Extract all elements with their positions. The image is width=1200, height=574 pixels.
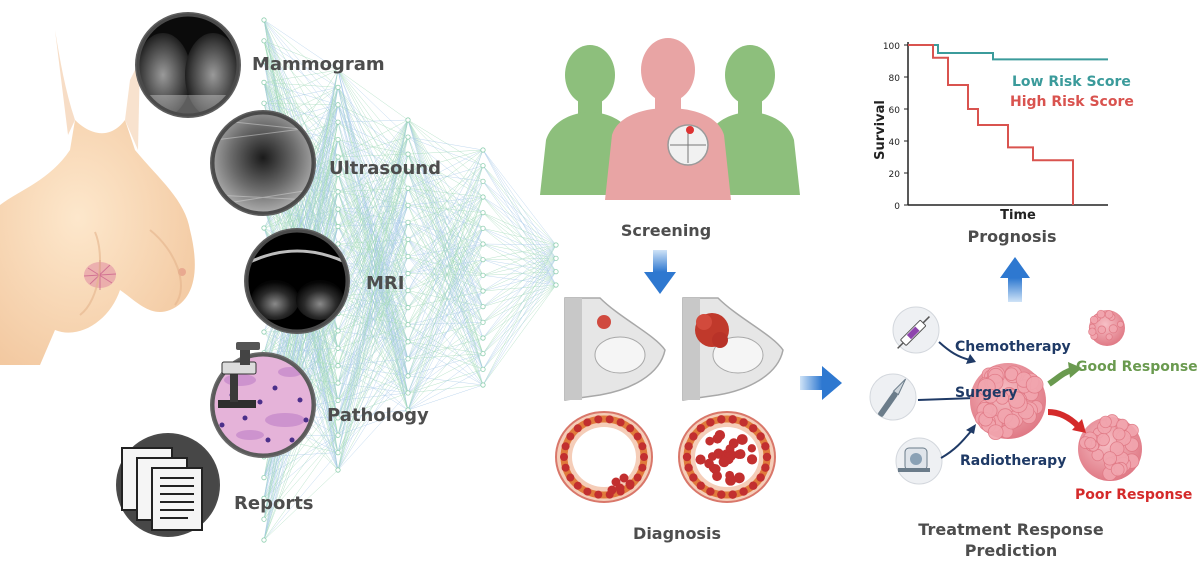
y-tick-label: 0 <box>894 202 900 212</box>
good-response-arrow <box>1047 367 1073 387</box>
treatment-label-line1: Treatment Response <box>918 520 1104 539</box>
screening-figures <box>540 38 800 200</box>
mammogram-image <box>135 12 241 118</box>
diagnosis-label: Diagnosis <box>633 524 721 543</box>
arrow-up-icon <box>1000 257 1030 302</box>
duct-section-normal <box>555 411 653 503</box>
reports-label: Reports <box>234 493 314 514</box>
breast-section-tumor <box>682 297 784 401</box>
arrow-down-icon <box>644 250 676 294</box>
y-tick-label: 80 <box>889 74 901 84</box>
tumor-cluster-main <box>970 363 1046 440</box>
mri-label: MRI <box>366 273 404 294</box>
reports-image <box>116 433 220 537</box>
surgery-label: Surgery <box>955 385 1018 401</box>
screening-label: Screening <box>621 221 711 240</box>
chemotherapy-label: Chemotherapy <box>955 339 1071 355</box>
tumor-cluster-poor <box>1078 414 1142 481</box>
chart-y-label: Survival <box>873 100 888 160</box>
ultrasound-image <box>210 110 316 216</box>
legend-low-risk: Low Risk Score <box>1012 74 1131 90</box>
survival-chart: 0 20 40 60 80 100 Survival Time Low Risk Scor… <box>873 42 1134 223</box>
breast-section-normal <box>564 297 666 401</box>
legend-high-risk: High Risk Score <box>1010 94 1134 110</box>
poor-response-arrow <box>1047 409 1081 429</box>
poor-response-label: Poor Response <box>1075 487 1192 503</box>
scalpel-icon <box>869 373 917 421</box>
mri-image <box>244 228 350 334</box>
treatment-label-line2: Prediction <box>965 541 1057 560</box>
y-tick-label: 40 <box>889 138 901 148</box>
chemo-arrow <box>938 341 971 361</box>
good-response-label: Good Response <box>1076 359 1198 375</box>
y-tick-label: 100 <box>883 42 900 52</box>
pathology-label: Pathology <box>327 405 429 426</box>
document-stack-icon <box>121 447 203 531</box>
y-tick-label: 20 <box>889 170 901 180</box>
microscope-icon <box>218 342 260 408</box>
prognosis-label: Prognosis <box>968 227 1057 246</box>
mammogram-label: Mammogram <box>252 54 385 75</box>
chart-x-label: Time <box>1000 208 1036 223</box>
radiotherapy-machine-icon <box>895 437 943 485</box>
syringe-icon <box>892 306 940 354</box>
tumor-cluster-good <box>1088 309 1125 346</box>
series-line-high-risk <box>908 44 1074 205</box>
radio-arrow <box>940 429 973 459</box>
radiotherapy-label: Radiotherapy <box>960 453 1066 469</box>
ultrasound-label: Ultrasound <box>329 158 441 179</box>
surgery-arrow <box>917 397 976 401</box>
y-tick-label: 60 <box>889 106 901 116</box>
torso-illustration <box>0 30 195 365</box>
arrow-right-icon <box>800 366 842 400</box>
